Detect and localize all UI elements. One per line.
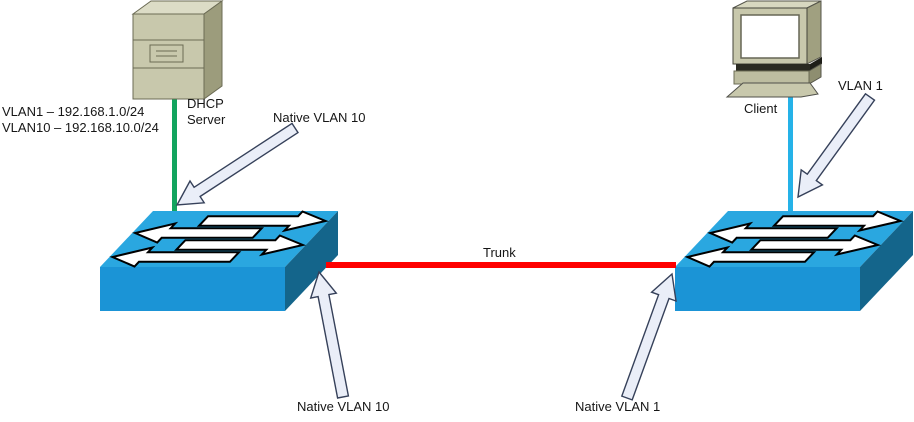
vlan1-label: VLAN 1 [838, 78, 883, 93]
dhcp-server-label-line2: Server [187, 112, 226, 127]
subnet-vlan10-label: VLAN10 – 192.168.10.0/24 [2, 120, 159, 135]
subnet-vlan1-label: VLAN1 – 192.168.1.0/24 [2, 104, 145, 119]
callout-arrow-native-vlan10-top-icon [175, 122, 299, 206]
callout-arrows [175, 92, 876, 401]
native-vlan10-bottom-label: Native VLAN 10 [297, 399, 390, 414]
subnet-labels: VLAN1 – 192.168.1.0/24 VLAN10 – 192.168.… [2, 104, 159, 136]
client-computer-icon [725, 0, 822, 98]
trunk-label: Trunk [483, 245, 516, 260]
dhcp-server-icon [131, 0, 224, 100]
switch-left-icon [99, 210, 339, 312]
switch-right-icon [674, 210, 914, 312]
callout-arrow-vlan1-icon [797, 92, 876, 199]
dhcp-server-label-line1: DHCP [187, 96, 224, 111]
native-vlan1-label: Native VLAN 1 [575, 399, 661, 414]
native-vlan10-top-label: Native VLAN 10 [273, 110, 366, 125]
dhcp-server-label: DHCP Server [187, 96, 225, 128]
callout-arrow-native-vlan10-bottom-icon [309, 270, 350, 399]
client-label: Client [744, 101, 778, 116]
callout-arrow-native-vlan1-icon [620, 272, 677, 401]
